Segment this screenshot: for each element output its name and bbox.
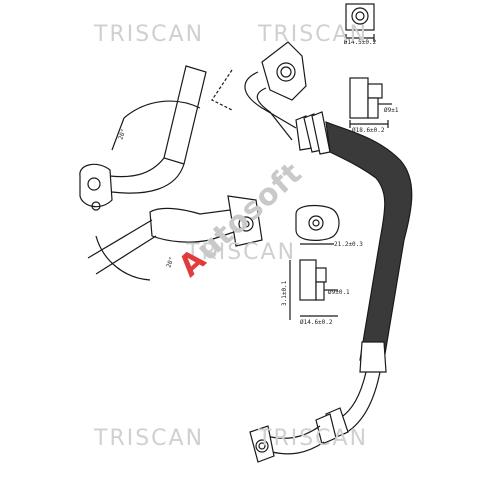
watermark-middle: TRISCAN xyxy=(186,240,297,265)
watermark-top-left: TRISCAN xyxy=(94,22,205,47)
dim-top-port: Ø14.5±0.2 xyxy=(344,39,377,46)
flange-detail xyxy=(295,204,340,245)
dim-upper-small: Ø9±1 xyxy=(384,107,399,114)
angle-lower: 20° xyxy=(165,256,175,269)
dim-lower-length: 3.1±0.1 xyxy=(281,280,288,306)
lower-fitting-section xyxy=(289,259,338,320)
dim-lower-large: Ø14.6±0.2 xyxy=(300,319,333,326)
side-view xyxy=(79,65,263,281)
watermark-bottom-right: TRISCAN xyxy=(258,426,369,451)
watermark-bottom-left: TRISCAN xyxy=(94,426,205,451)
angle-upper: 20° xyxy=(117,128,127,141)
top-port-detail xyxy=(345,3,375,42)
watermark-top-right: TRISCAN xyxy=(258,22,369,47)
dim-lower-small: Ø9±0.1 xyxy=(328,289,350,296)
dim-flange-width: 21.2±0.3 xyxy=(334,241,363,248)
dim-upper-large: Ø18.6±0.2 xyxy=(352,127,385,134)
main-hose xyxy=(244,41,413,463)
upper-fitting-section xyxy=(349,77,392,128)
